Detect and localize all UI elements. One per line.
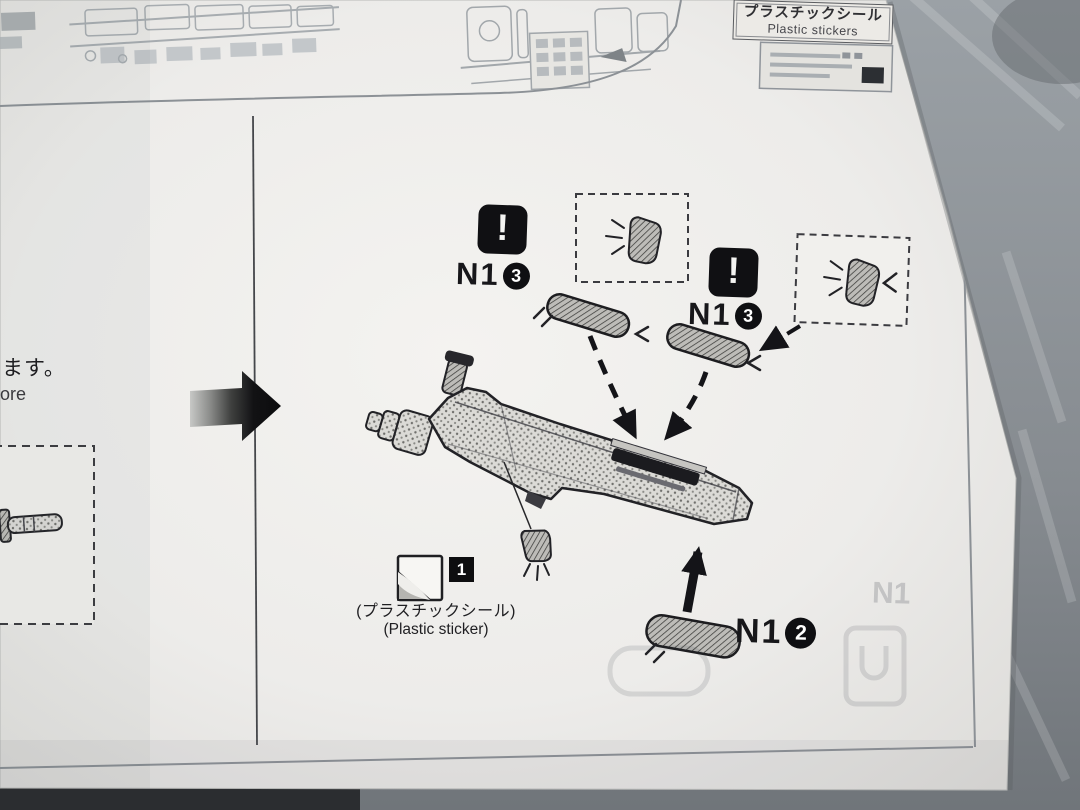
callout-sticker-shape: [520, 529, 552, 563]
part-label-n1-3-right: N1 3: [688, 296, 763, 334]
part-label-n1-2-bottom: N1 2: [735, 612, 817, 653]
rifle-top-knob: [441, 350, 474, 397]
sticker-callout-graphics: [396, 461, 552, 602]
shine-marks: [605, 219, 625, 255]
shine-marks: [823, 260, 844, 297]
sticker-sheet-thumbnail: [758, 41, 894, 93]
part-code: N1: [687, 296, 733, 333]
placement-arrows: [587, 324, 802, 441]
rifle-body: [427, 386, 754, 526]
callout-caption-jp: (プラスチックシール): [356, 603, 516, 620]
warning-icon: !: [708, 247, 759, 298]
warning-icon: !: [477, 204, 528, 255]
dashed-arrow-inset: [758, 324, 802, 352]
left-parts-box: [0, 445, 95, 625]
dashed-arrow-left: [587, 335, 637, 440]
part-number-badge: 3: [502, 261, 530, 290]
inset-part: [627, 216, 662, 265]
margin-text-jp: ます。: [2, 357, 66, 380]
part-code: N1: [734, 611, 783, 652]
bleed-through-text: N1: [871, 576, 911, 611]
transition-arrow: [190, 371, 281, 441]
warning-glyph: !: [726, 249, 741, 291]
column-divider: [252, 115, 258, 746]
sticker-part-b: [666, 323, 762, 372]
inset-box-right: [793, 233, 911, 327]
part-label-n1-3-left: N1 3: [456, 256, 531, 294]
runner-diagram-left: [0, 3, 340, 65]
rifle-sticker-slot: [610, 438, 708, 492]
callout-caption-en: (Plastic sticker): [383, 621, 489, 638]
part-number-badge: 2: [785, 617, 817, 650]
callout-number-box: 1: [449, 557, 474, 582]
solid-up-arrow: [681, 546, 707, 613]
part-code: N1: [455, 256, 501, 293]
plastic-stickers-header-box: プラスチックシール Plastic stickers: [732, 0, 894, 45]
fabric-streaks: [909, 0, 1080, 782]
sticker-part-a: [532, 293, 650, 343]
paper-edge-shadow: [887, 1, 1022, 791]
plastic-stickers-label-en: Plastic stickers: [767, 21, 859, 39]
inset-part: [845, 258, 881, 307]
peel-sticker-icon: [396, 554, 444, 602]
sticker-part-bottom: [644, 546, 741, 664]
dashed-arrow-right: [664, 371, 709, 441]
rifle-part-illustration: [365, 350, 754, 526]
warning-glyph: !: [495, 206, 510, 248]
sticker-sheet-grid: [535, 37, 584, 77]
corner-shadow: [992, 0, 1080, 84]
inset-box-left: [575, 193, 689, 283]
page-bleed-through: [607, 625, 907, 707]
part-number-badge: 3: [734, 301, 762, 330]
margin-text-en: ore: [0, 384, 27, 404]
rifle-muzzle: [365, 409, 434, 456]
